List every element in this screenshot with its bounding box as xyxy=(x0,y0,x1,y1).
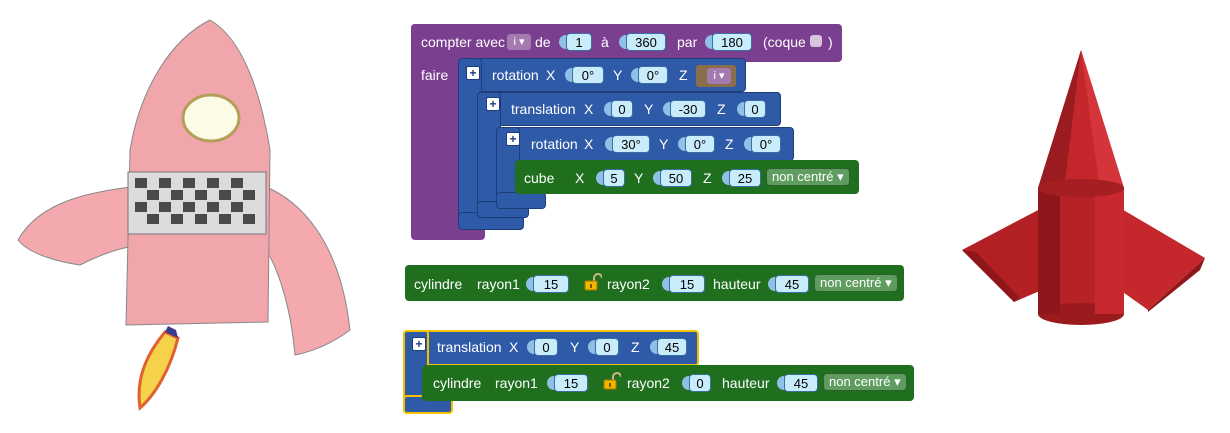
rotation1-x-label: X xyxy=(546,67,556,83)
loop-hull-label: (coque xyxy=(763,34,806,50)
cylinder2-r1-label: rayon1 xyxy=(495,375,538,391)
rotation2-x-field[interactable]: 30° xyxy=(612,135,650,153)
loop-var-dropdown[interactable]: i ▾ xyxy=(507,34,531,50)
rotation1-x-field[interactable]: 0° xyxy=(572,66,604,84)
translation1-x-label: X xyxy=(584,101,594,117)
cube-x-field[interactable]: 5 xyxy=(603,169,625,187)
cube-z-field[interactable]: 25 xyxy=(729,169,761,187)
loop-to-field[interactable]: 360 xyxy=(626,33,666,51)
translation2-x-label: X xyxy=(509,339,519,355)
translation1-y-label: Y xyxy=(644,101,654,117)
cube-x-label: X xyxy=(575,170,585,186)
rotation1-label: rotation xyxy=(492,67,539,83)
loop-de-label: de xyxy=(535,34,551,50)
rotation2-x-label: X xyxy=(584,136,594,152)
cylinder1-h-label: hauteur xyxy=(713,276,761,292)
cylinder2-mode-dropdown[interactable]: non centré ▾ xyxy=(823,373,907,391)
loop-from-field[interactable]: 1 xyxy=(566,33,592,51)
cylinder1-r1-field[interactable]: 15 xyxy=(533,275,569,293)
translation2-x-field[interactable]: 0 xyxy=(534,338,558,356)
translation-block-1[interactable] xyxy=(477,92,781,126)
hull-checkbox[interactable] xyxy=(810,35,822,47)
loop-do-label: faire xyxy=(421,67,449,83)
lock-open-icon[interactable] xyxy=(603,372,621,390)
loop-close-paren: ) xyxy=(828,34,833,50)
loop-label: compter avec xyxy=(421,34,506,50)
cube-mode-dropdown[interactable]: non centré ▾ xyxy=(766,168,850,186)
cube-y-label: Y xyxy=(634,170,644,186)
rotation2-y-label: Y xyxy=(659,136,669,152)
rotation2-z-field[interactable]: 0° xyxy=(751,135,781,153)
cylinder2-h-field[interactable]: 45 xyxy=(784,374,818,392)
plus-icon[interactable]: + xyxy=(412,337,426,351)
translation1-z-field[interactable]: 0 xyxy=(744,100,766,118)
plus-icon[interactable]: + xyxy=(466,66,480,80)
cylinder1-label: cylindre xyxy=(414,276,463,292)
rotation1-y-label: Y xyxy=(613,67,623,83)
cylinder2-r2-label: rayon2 xyxy=(627,375,670,391)
rotation2-y-field[interactable]: 0° xyxy=(685,135,715,153)
cube-label: cube xyxy=(524,170,555,186)
rotation1-z-label: Z xyxy=(679,67,688,83)
translation2-y-label: Y xyxy=(570,339,580,355)
cylinder1-r2-label: rayon2 xyxy=(607,276,650,292)
rotation2-z-label: Z xyxy=(725,136,734,152)
cylinder1-mode-dropdown[interactable]: non centré ▾ xyxy=(814,274,898,292)
cylinder1-r1-label: rayon1 xyxy=(477,276,520,292)
translation1-y-field[interactable]: -30 xyxy=(670,100,706,118)
cube-y-field[interactable]: 50 xyxy=(660,169,692,187)
rotation2-label: rotation xyxy=(531,136,578,152)
cylinder1-h-field[interactable]: 45 xyxy=(775,275,809,293)
plus-icon[interactable]: + xyxy=(506,132,520,146)
translation2-label: translation xyxy=(437,339,502,355)
translation1-x-field[interactable]: 0 xyxy=(611,100,633,118)
cylinder2-r2-field[interactable]: 0 xyxy=(689,374,711,392)
rocket-drawing xyxy=(17,19,351,411)
cylinder1-r2-field[interactable]: 15 xyxy=(669,275,705,293)
loop-by-label: par xyxy=(677,34,698,50)
translation1-label: translation xyxy=(511,101,576,117)
plus-icon[interactable]: + xyxy=(486,97,500,111)
translation2-y-field[interactable]: 0 xyxy=(595,338,619,356)
lock-open-icon[interactable] xyxy=(584,273,602,291)
translation1-z-label: Z xyxy=(717,101,726,117)
cylinder2-h-label: hauteur xyxy=(722,375,770,391)
cube-z-label: Z xyxy=(703,170,712,186)
rotation1-z-var[interactable]: i ▾ xyxy=(707,68,731,84)
cylinder2-label: cylindre xyxy=(433,375,482,391)
loop-to-label: à xyxy=(601,34,609,50)
translation2-z-label: Z xyxy=(631,339,640,355)
loop-block-arm xyxy=(411,24,459,238)
cylinder2-r1-field[interactable]: 15 xyxy=(554,374,588,392)
rotation1-y-field[interactable]: 0° xyxy=(638,66,668,84)
loop-by-field[interactable]: 180 xyxy=(712,33,752,51)
translation2-z-field[interactable]: 45 xyxy=(657,338,687,356)
rocket-3d-render xyxy=(962,50,1205,325)
